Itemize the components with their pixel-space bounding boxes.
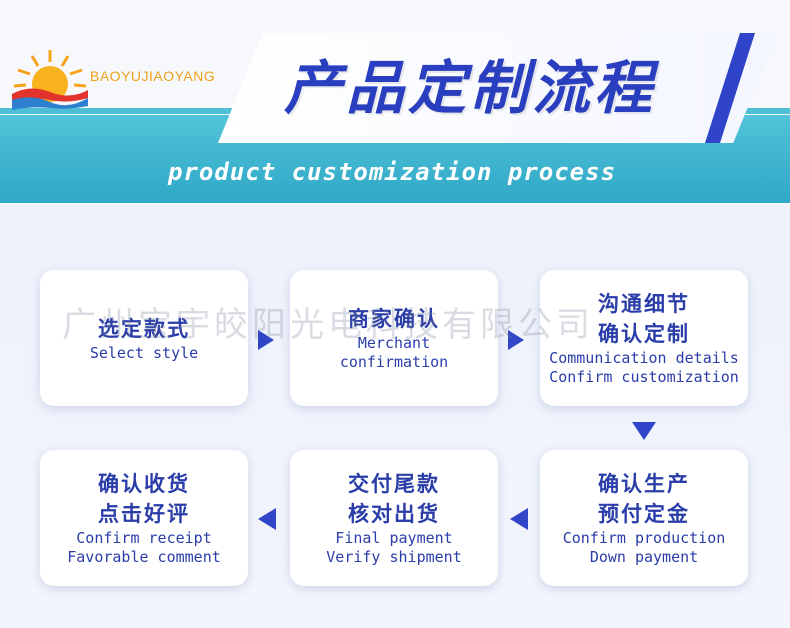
- step-en-line2: Confirm customization: [549, 368, 739, 386]
- step-card-select-style: 选定款式 Select style: [40, 270, 248, 406]
- step-card-final-payment: 交付尾款 核对出货 Final payment Verify shipment: [290, 450, 498, 586]
- step-en-line2: Down payment: [589, 548, 699, 566]
- step-en-line1: Select style: [89, 343, 199, 362]
- step-zh-line2: 点击好评: [98, 502, 190, 526]
- brand-logo: [10, 48, 210, 110]
- step-en-line1: Confirm production: [562, 529, 726, 547]
- step-en-line1: Final payment: [335, 529, 453, 547]
- title-banner: [218, 33, 778, 143]
- arrow-down-icon: [632, 422, 656, 440]
- step-zh-line1: 交付尾款: [348, 472, 440, 496]
- step-zh-line2: 核对出货: [348, 502, 440, 526]
- step-card-merchant-confirm: 商家确认 Merchant confirmation: [290, 270, 498, 406]
- step-en-line1: Merchant: [357, 334, 431, 352]
- step-zh-line1: 确认收货: [98, 472, 190, 496]
- page-title: 产品定制流程: [284, 54, 657, 122]
- arrow-right-icon: [258, 330, 274, 350]
- step-zh-line1: 选定款式: [98, 316, 190, 341]
- step-zh-line1: 商家确认: [348, 307, 440, 331]
- step-card-confirm-receipt: 确认收货 点击好评 Confirm receipt Favorable comm…: [40, 450, 248, 586]
- watermark-text: 广州宝宇皎阳光电科技有限公司: [62, 305, 594, 345]
- page-subtitle: product customization process: [168, 158, 617, 186]
- step-en-line1: Communication details: [549, 349, 739, 367]
- step-zh-line2: 确认定制: [598, 322, 690, 346]
- step-zh-line2: 预付定金: [598, 502, 690, 526]
- step-card-confirm-production: 确认生产 预付定金 Confirm production Down paymen…: [540, 450, 748, 586]
- arrow-left-icon: [510, 508, 528, 530]
- arrow-right-icon: [508, 330, 524, 350]
- brand-name: BAOYUJIAOYANG: [90, 68, 216, 84]
- step-zh-line1: 沟通细节: [598, 292, 690, 316]
- sun-wave-icon: [12, 50, 88, 110]
- step-en-line2: Verify shipment: [326, 548, 462, 566]
- step-en-line1: Confirm receipt: [76, 529, 212, 547]
- step-card-communication: 沟通细节 确认定制 Communication details Confirm …: [540, 270, 748, 406]
- step-en-line2: confirmation: [339, 353, 449, 371]
- step-en-line2: Favorable comment: [67, 548, 221, 566]
- step-zh-line1: 确认生产: [598, 472, 690, 496]
- arrow-left-icon: [258, 508, 276, 530]
